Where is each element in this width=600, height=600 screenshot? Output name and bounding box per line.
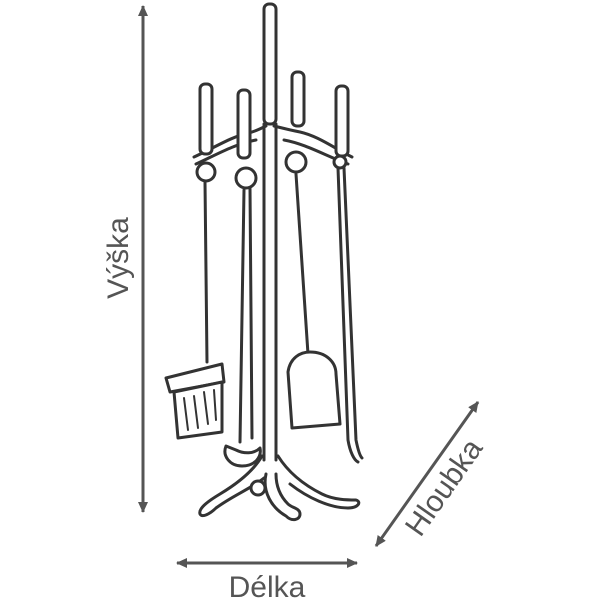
poker-tool: [223, 186, 262, 468]
depth-dimension: Hloubka: [374, 401, 489, 547]
length-dimension: Délka: [176, 558, 358, 600]
tool-handle-right: [334, 84, 350, 158]
tool-stand-illustration: [164, 2, 364, 522]
length-label: Délka: [229, 571, 306, 600]
tool-handle-center-right: [290, 70, 306, 128]
shovel-tool: [286, 172, 342, 430]
brush-tool: [164, 180, 226, 440]
stand-base: [198, 454, 361, 522]
center-post: [262, 2, 278, 462]
tongs-tool: [336, 166, 364, 464]
depth-arrow: [374, 401, 480, 547]
height-dimension: Výška: [102, 4, 148, 513]
hook-knob-center-left: [234, 166, 258, 190]
tool-handle-left: [198, 82, 214, 156]
height-label: Výška: [102, 217, 135, 299]
hook-knob-right: [332, 154, 348, 170]
tool-handle-center-left: [236, 88, 252, 160]
hook-knob-center-right: [284, 150, 308, 174]
hook-knob-left: [195, 161, 217, 183]
